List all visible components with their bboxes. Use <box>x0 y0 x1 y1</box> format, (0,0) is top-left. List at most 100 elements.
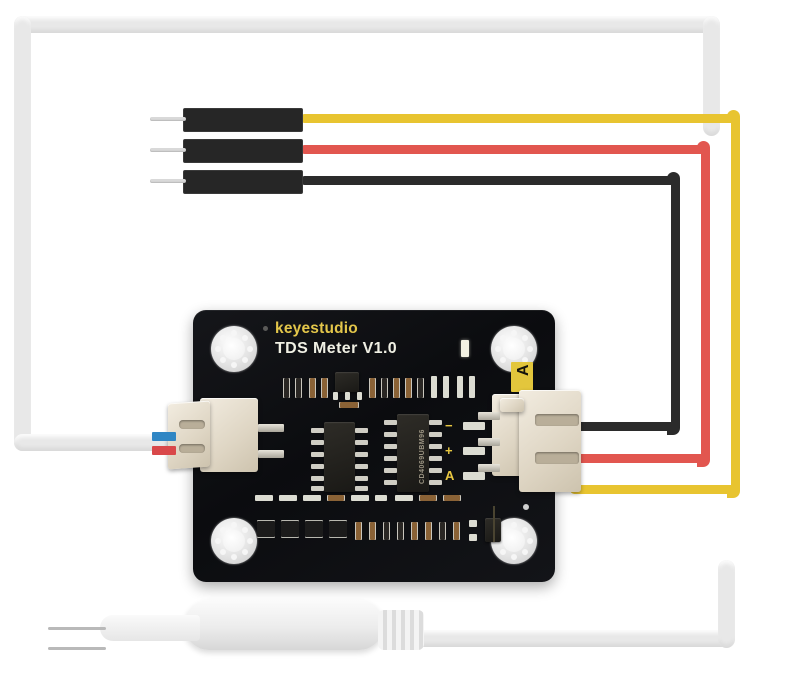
dupont-housing-ground[interactable] <box>183 170 303 194</box>
power-wire-horizontal-top <box>300 145 710 154</box>
pcb-trace <box>493 506 495 542</box>
power-wire-corner-tr <box>697 141 710 154</box>
mounting-hole-dot <box>219 549 226 556</box>
mounting-hole-dot <box>215 346 221 352</box>
signal-wire-corner-br <box>727 485 740 498</box>
ic-leg <box>384 420 397 425</box>
ic-leg <box>429 420 442 425</box>
mounting-hole-dot <box>499 357 506 364</box>
output-plug-slot-top <box>535 414 579 426</box>
output-pin-plus <box>478 438 500 446</box>
mounting-hole-dot <box>242 549 249 556</box>
ic-leg <box>311 428 324 433</box>
mounting-hole-dot <box>527 346 533 352</box>
via-top-left <box>263 326 268 331</box>
probe-strain-relief <box>378 610 424 650</box>
smd-capacitor <box>309 378 316 398</box>
probe-cable-bottom-segment <box>14 434 170 451</box>
probe-connector-pin-2 <box>258 450 284 458</box>
smd-part <box>469 534 477 541</box>
smd-part <box>443 376 449 398</box>
smd-capacitor <box>321 378 328 398</box>
output-connector-latch <box>500 398 524 412</box>
smd-transistor <box>257 520 275 538</box>
smd-part <box>395 495 413 501</box>
status-led <box>461 340 469 357</box>
ic-leg <box>355 486 368 491</box>
mounting-hole-dot <box>231 362 237 368</box>
smd-part <box>255 495 273 501</box>
probe-body <box>184 600 384 650</box>
smd-part <box>457 376 463 398</box>
ic-leg <box>384 456 397 461</box>
ic-leg <box>355 428 368 433</box>
dupont-pin-signal <box>150 117 186 121</box>
ic-leg <box>311 452 324 457</box>
probe-lead-segment <box>405 630 735 647</box>
mounting-hole-dot <box>242 334 249 341</box>
mounting-hole-dot <box>495 346 501 352</box>
probe-plug-slot-top <box>179 420 205 429</box>
smd-capacitor <box>411 522 418 540</box>
probe-lead-riser <box>718 560 735 648</box>
smd-resistor <box>417 378 424 398</box>
probe-wire-blue-stripe <box>152 432 176 441</box>
dupont-housing-signal[interactable] <box>183 108 303 132</box>
ic-leg <box>311 476 324 481</box>
dupont-housing-power[interactable] <box>183 139 303 163</box>
smd-capacitor <box>419 495 437 501</box>
mounting-hole-dot <box>499 549 506 556</box>
output-pin-minus <box>478 412 500 420</box>
ic-leg <box>429 468 442 473</box>
signal-wire-vertical <box>731 114 740 494</box>
pin-pad-plus <box>463 447 485 455</box>
mounting-hole-dot <box>231 330 237 336</box>
ic-leg <box>311 486 324 491</box>
smd-capacitor <box>355 522 362 540</box>
smd-part <box>303 495 321 501</box>
smd-resistor <box>383 522 390 540</box>
output-connector-plug[interactable] <box>519 390 581 492</box>
pin-label-plus: + <box>445 443 453 458</box>
mounting-hole-bottom-left <box>211 518 257 564</box>
smd-part <box>431 376 437 398</box>
smd-part <box>351 495 369 501</box>
mounting-hole-dot <box>511 522 517 528</box>
mounting-hole-dot <box>511 330 517 336</box>
marker-sticker-a: A <box>511 362 533 392</box>
probe-cable-top-segment <box>14 16 720 33</box>
signal-wire-horizontal-bottom <box>570 485 740 494</box>
ground-wire-horizontal-bottom <box>570 422 680 431</box>
output-plug-slot-bottom <box>535 452 579 464</box>
logic-ic: CD4069UBM96 <box>397 414 429 492</box>
mounting-hole-dot <box>219 334 226 341</box>
via-bottom-right <box>523 504 529 510</box>
smd-part <box>469 520 477 527</box>
smd-transistor <box>335 372 359 392</box>
mounting-hole-dot <box>522 357 529 364</box>
dupont-pin-ground <box>150 179 186 183</box>
ic-leg <box>311 440 324 445</box>
smd-capacitor <box>425 522 432 540</box>
ic-leg <box>429 432 442 437</box>
ic-leg <box>384 444 397 449</box>
mounting-hole-dot <box>247 346 253 352</box>
smd-resistor <box>397 522 404 540</box>
probe-connector-pin-1 <box>258 424 284 432</box>
smd-pad <box>357 392 362 400</box>
signal-wire-corner-tr <box>727 110 740 123</box>
mounting-hole-dot <box>499 526 506 533</box>
ic-leg <box>429 444 442 449</box>
dupont-pin-power <box>150 148 186 152</box>
mounting-hole-dot <box>499 334 506 341</box>
smd-capacitor <box>443 495 461 501</box>
pin-label-minus: − <box>445 418 453 433</box>
probe-tip-cone <box>100 615 200 641</box>
smd-capacitor <box>369 378 376 398</box>
logic-ic-marking: CD4069UBM96 <box>419 429 426 484</box>
signal-wire-horizontal-top <box>300 114 740 123</box>
power-wire-horizontal-bottom <box>570 454 710 463</box>
ground-wire-vertical <box>671 176 680 431</box>
output-pin-a <box>478 464 500 472</box>
pin-pad-minus <box>463 422 485 430</box>
